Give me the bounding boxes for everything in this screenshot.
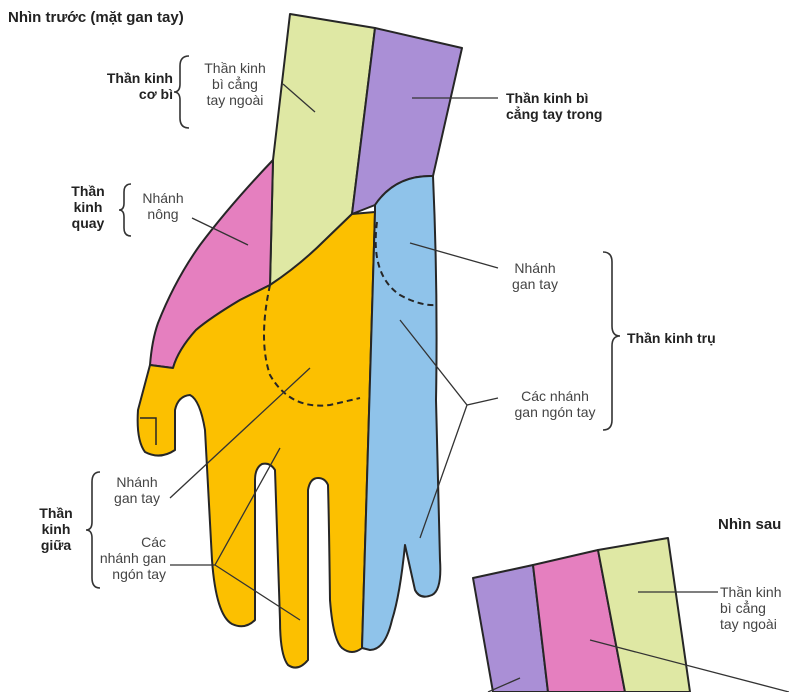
leader-back-2 xyxy=(589,639,789,692)
ulnar-group-label: Thần kinh trụ xyxy=(627,330,716,346)
back-region-medial-cutaneous xyxy=(472,564,549,692)
brace-musculocutaneous xyxy=(173,55,190,129)
leader-median-digital xyxy=(170,447,301,621)
radial-group-label: Thần kinh quay xyxy=(71,183,105,231)
radial-superficial-branch-label: Nhánh nông xyxy=(142,190,184,222)
lateral-cutaneous-label: Thần kinh bì cẳng tay ngoài xyxy=(204,60,266,108)
ulnar-digital-branches-label: Các nhánh gan ngón tay xyxy=(514,388,596,420)
leader-ulnar-digital xyxy=(399,319,499,539)
back-lateral-cutaneous-label: Thần kinh bì cẳng tay ngoài xyxy=(720,584,782,632)
brace-median xyxy=(85,471,101,589)
back-view-title: Nhìn sau xyxy=(718,516,782,533)
ulnar-palmar-branch-label: Nhánh gan tay xyxy=(512,260,558,292)
median-palmar-dashed-line xyxy=(263,284,361,407)
brace-radial xyxy=(118,183,132,237)
region-median xyxy=(136,211,376,669)
medial-cutaneous-label: Thần kinh bì cẳng tay trong xyxy=(506,90,603,122)
leader-median-palmar xyxy=(169,367,311,499)
back-region-musculocutaneous xyxy=(597,537,691,692)
region-ulnar xyxy=(361,174,442,651)
musculocutaneous-group-label: Thần kinh cơ bì xyxy=(106,70,173,102)
leader-back-3 xyxy=(487,677,521,692)
leader-radial-superficial xyxy=(191,217,249,246)
leader-lateral-cutaneous xyxy=(282,83,316,113)
median-digital-branches-label: Các nhánh gan ngón tay xyxy=(99,534,166,582)
brace-ulnar xyxy=(602,251,621,431)
leader-ulnar-palmar xyxy=(409,242,499,269)
median-palmar-branch-label: Nhánh gan tay xyxy=(114,474,160,506)
front-view-title: Nhìn trước (mặt gan tay) xyxy=(8,9,184,26)
back-region-radial xyxy=(532,549,626,692)
median-group-label: Thần kinh giữa xyxy=(39,505,73,553)
ulnar-palmar-dashed-line xyxy=(374,221,437,307)
